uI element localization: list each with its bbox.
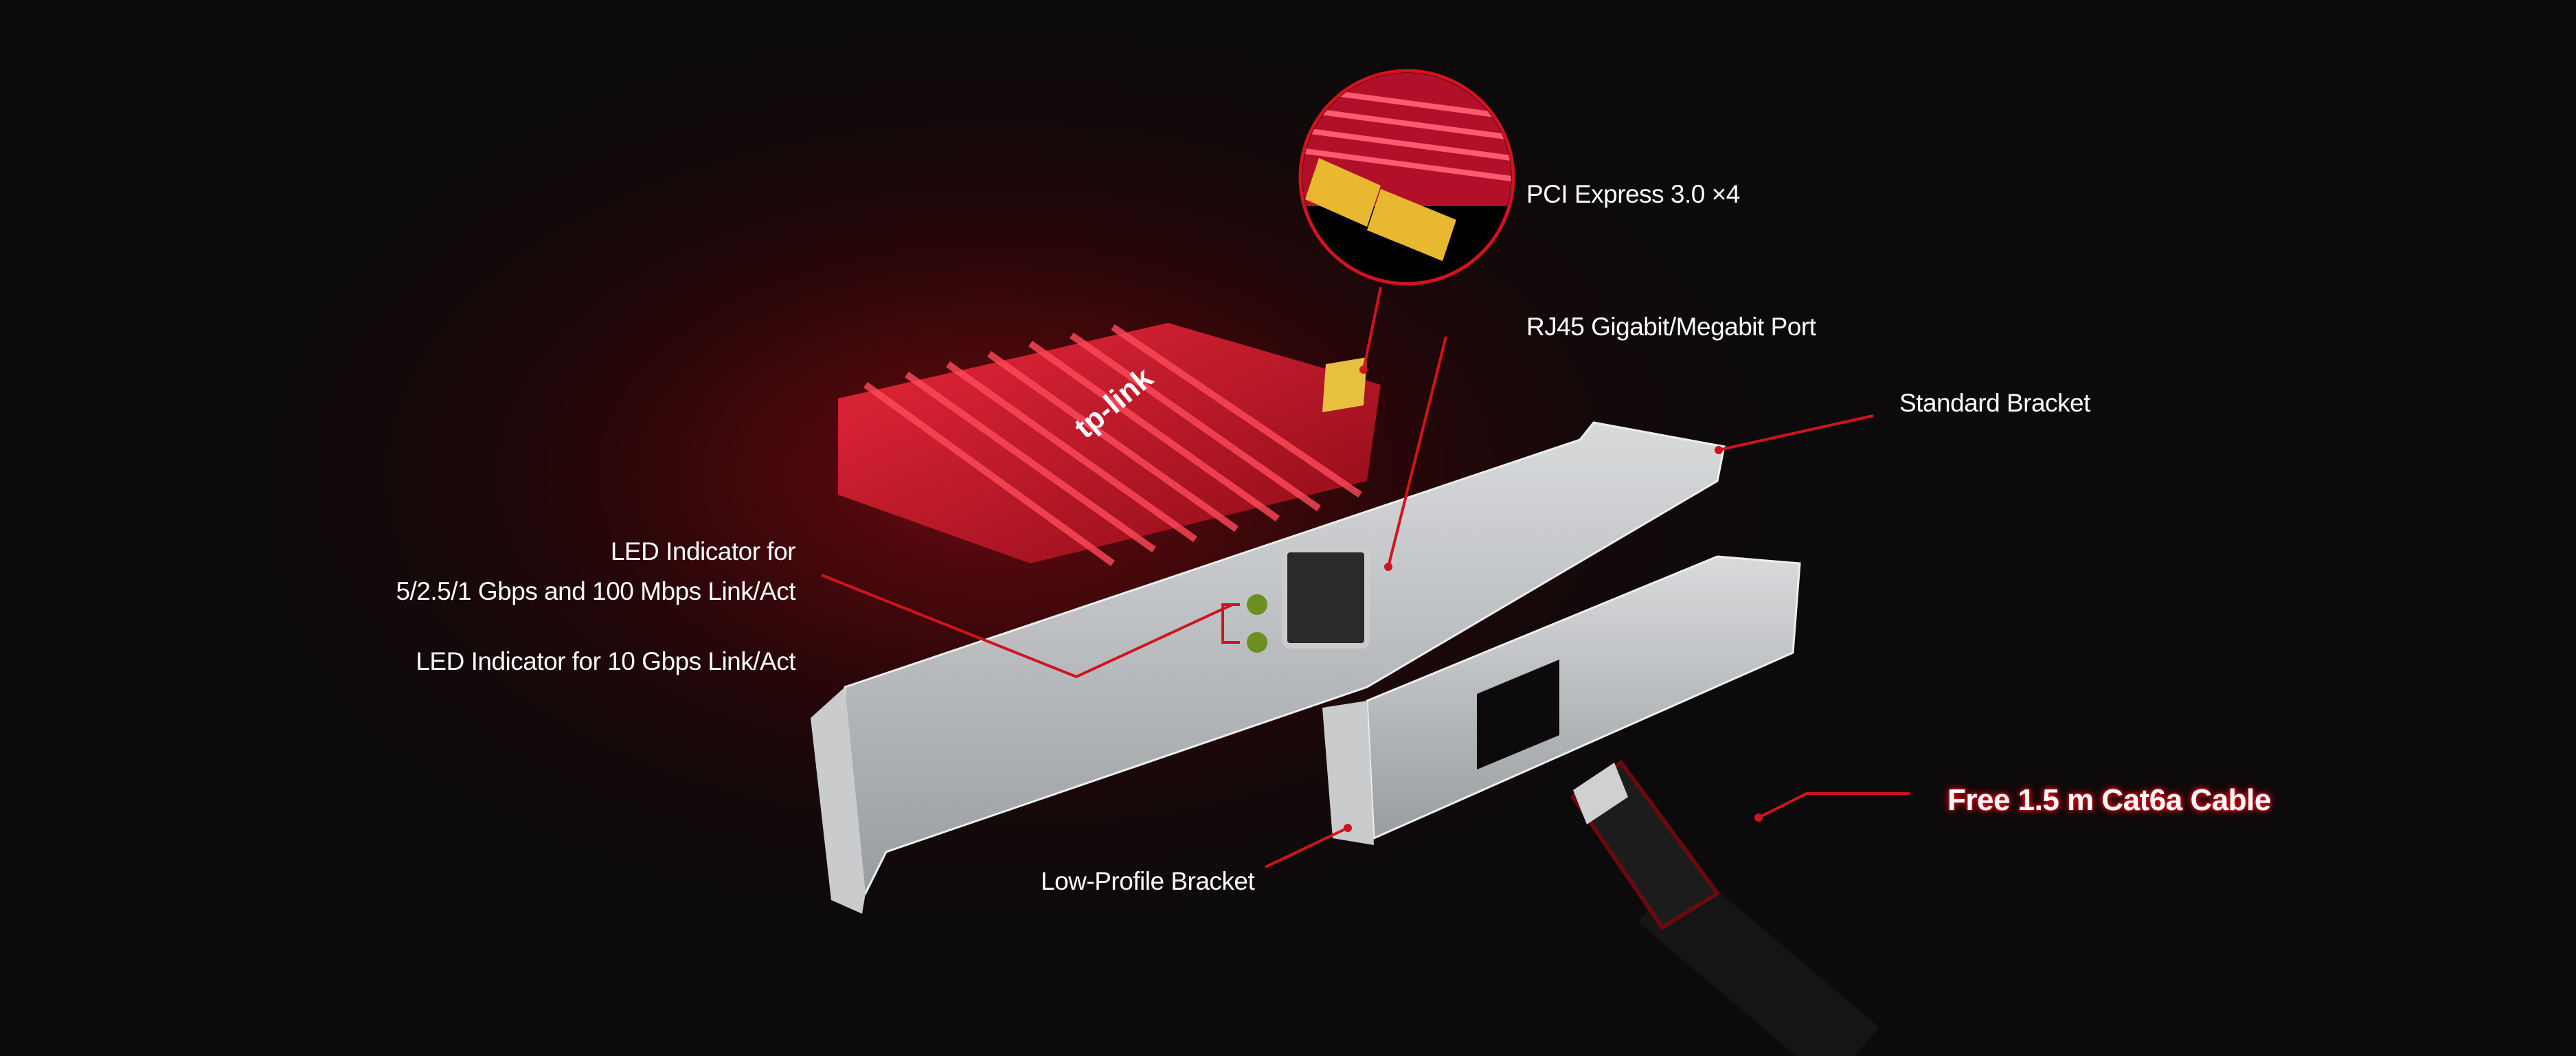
low-profile-bracket bbox=[1322, 555, 1801, 845]
label-standard-bracket: Standard Bracket bbox=[1899, 389, 2090, 417]
label-led-multi-line1: LED Indicator for bbox=[610, 537, 796, 565]
label-led-multi-line2: 5/2.5/1 Gbps and 100 Mbps Link/Act bbox=[396, 577, 795, 605]
pcie-inset bbox=[1298, 69, 1515, 286]
label-pci-express: PCI Express 3.0 ×4 bbox=[1526, 180, 1740, 208]
leader-lines bbox=[821, 287, 1910, 868]
rj45-port bbox=[1282, 547, 1370, 649]
cat6a-cable bbox=[1570, 759, 1879, 1056]
led-10g bbox=[1247, 632, 1267, 653]
led-multi bbox=[1247, 594, 1267, 615]
standard-bracket bbox=[811, 421, 1726, 914]
label-rj45-port: RJ45 Gigabit/Megabit Port bbox=[1526, 313, 1816, 341]
pcie-connector bbox=[1322, 357, 1367, 412]
label-low-profile-bracket: Low-Profile Bracket bbox=[1041, 867, 1255, 895]
label-led-10g: LED Indicator for 10 Gbps Link/Act bbox=[416, 647, 795, 675]
label-cat6a-cable: Free 1.5 m Cat6a Cable bbox=[1947, 783, 2271, 817]
heatsink: tp-link bbox=[838, 323, 1381, 567]
